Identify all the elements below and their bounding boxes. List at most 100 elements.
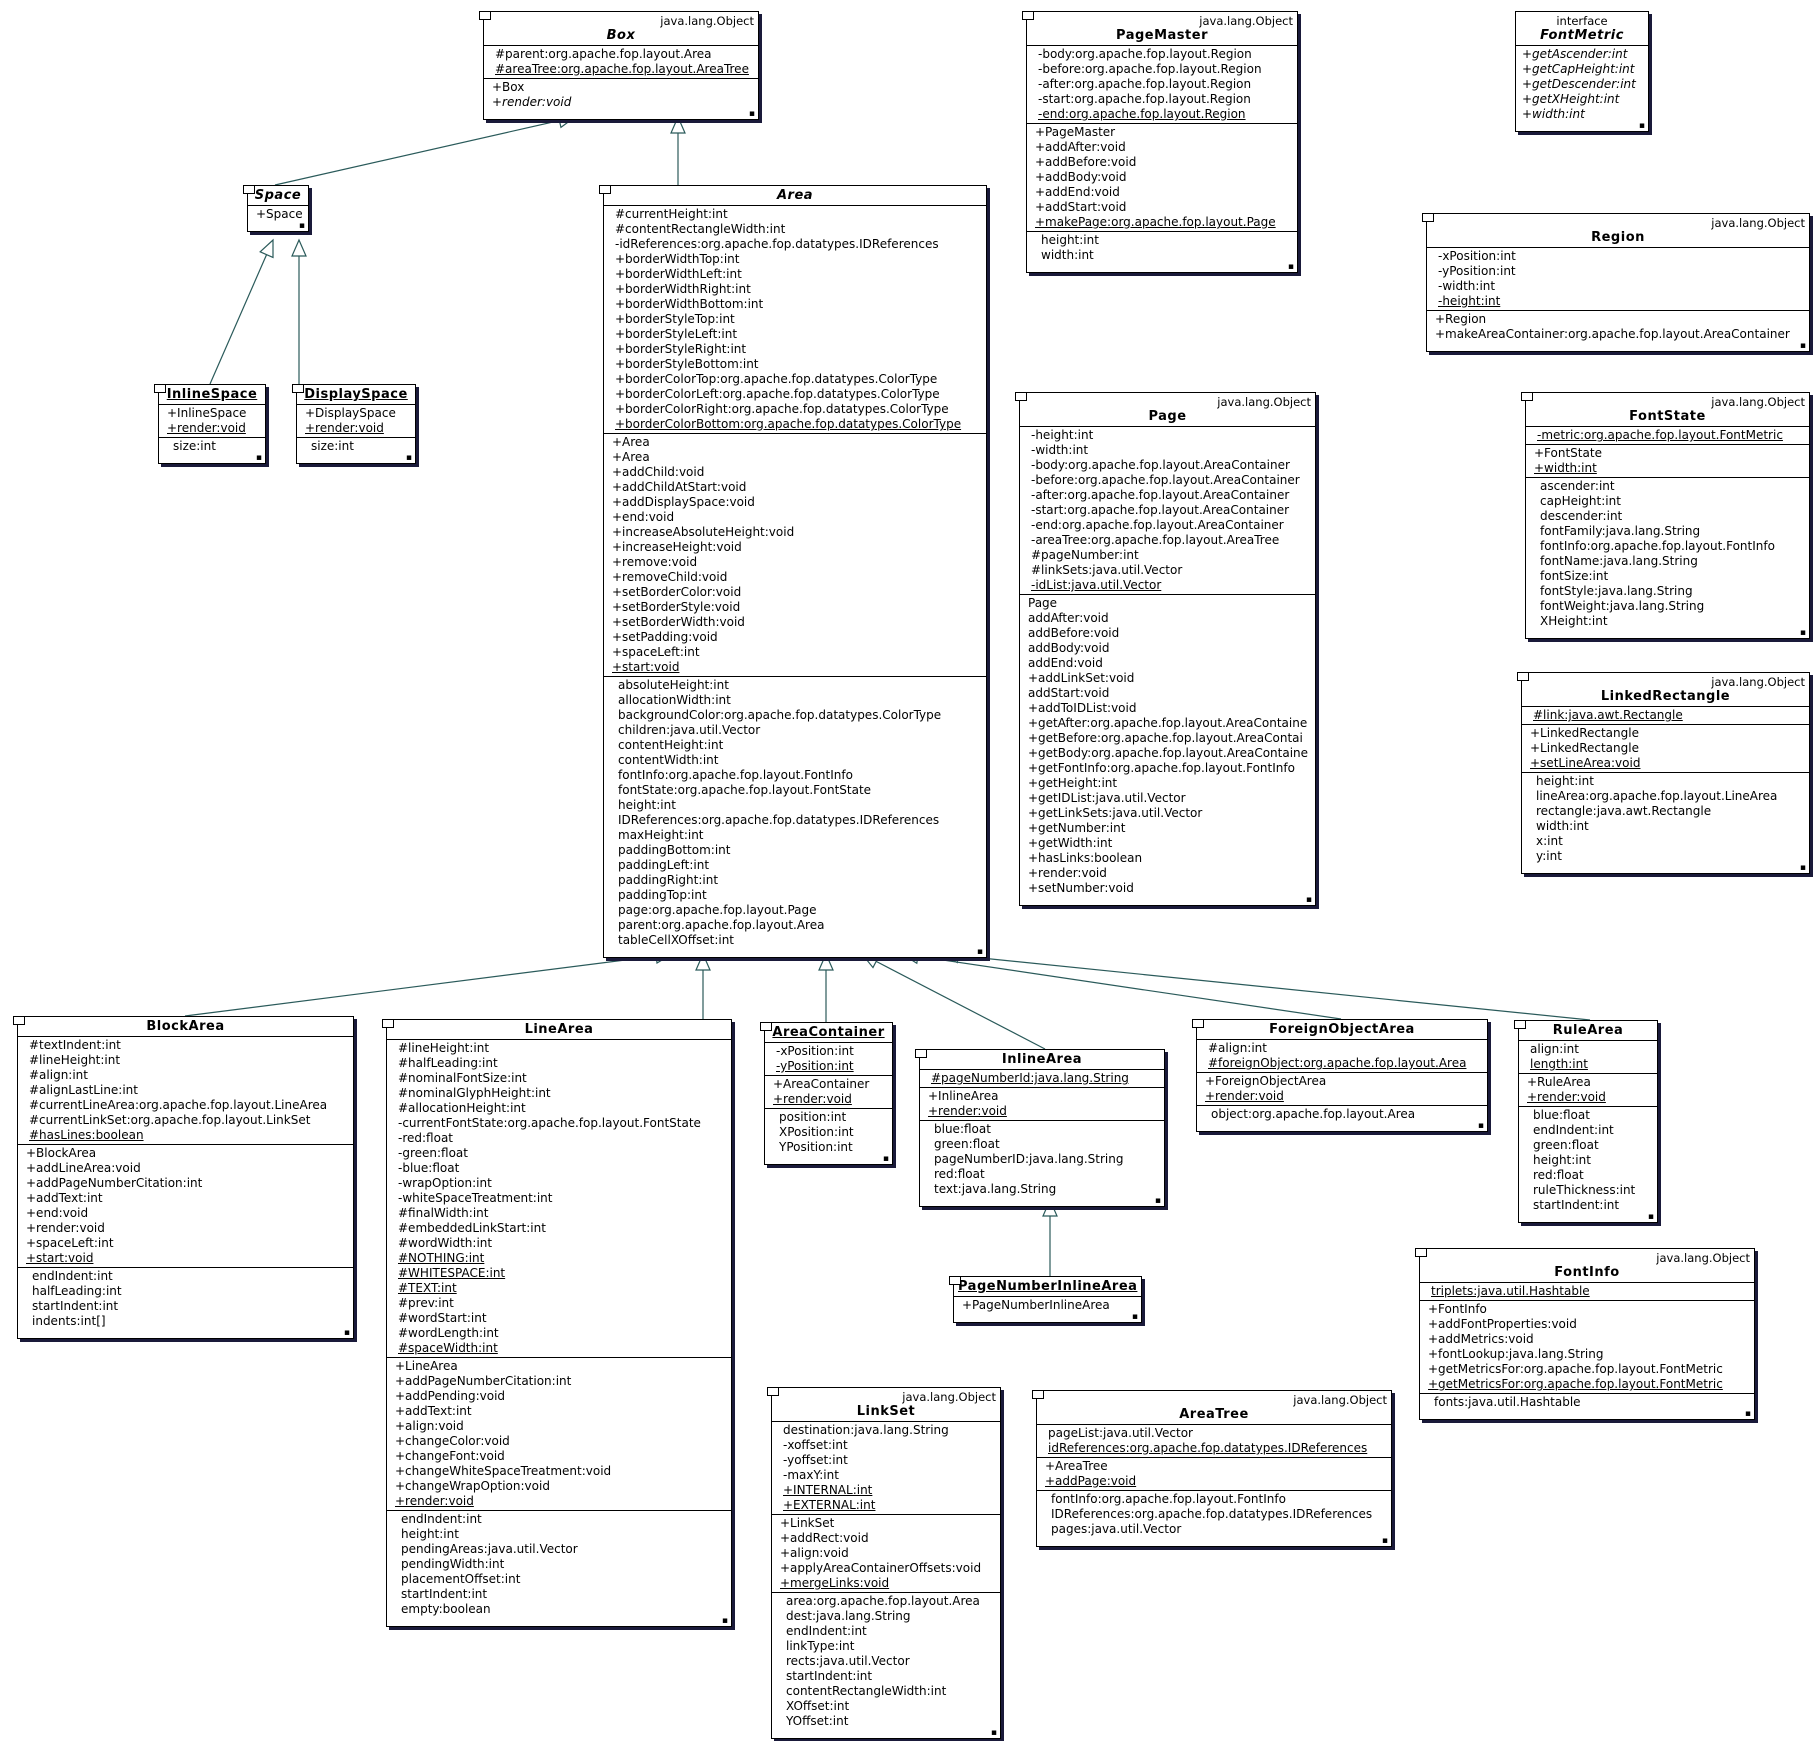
resize-handle-icon[interactable]: ▪: [343, 1328, 350, 1338]
property-item: object:org.apache.fop.layout.Area: [1211, 1107, 1416, 1121]
resize-handle-icon[interactable]: ▪: [1305, 895, 1312, 905]
property-item: allocationWidth:int: [618, 693, 731, 707]
property-item: indents:int[]: [32, 1314, 106, 1328]
resize-handle-icon[interactable]: ▪: [721, 1616, 728, 1626]
operations-compartment: +RuleArea+render:void: [1519, 1073, 1657, 1106]
attribute-item: #wordWidth:int: [398, 1236, 493, 1250]
class-page-number-inline-area[interactable]: PageNumberInlineArea+PageNumberInlineAre…: [949, 1276, 1142, 1323]
operation-item: +setBorderWidth:void: [612, 615, 745, 629]
attribute-item: #areaTree:org.apache.fop.layout.AreaTree: [495, 62, 749, 76]
attribute-item: -areaTree:org.apache.fop.layout.AreaTree: [1031, 533, 1280, 547]
property-item: endIndent:int: [786, 1624, 867, 1638]
resize-handle-icon[interactable]: ▪: [1799, 341, 1806, 351]
class-foreign-object-area[interactable]: ForeignObjectArea#align:int#foreignObjec…: [1192, 1019, 1488, 1132]
operation-item: +increaseAbsoluteHeight:void: [612, 525, 795, 539]
resize-handle-icon[interactable]: ▪: [255, 453, 262, 463]
property-item: blue:float: [1533, 1108, 1590, 1122]
property-item: red:float: [1533, 1168, 1584, 1182]
generalization-rule-area-to-area: [957, 955, 1591, 1021]
operation-item: +addPageNumberCitation:int: [26, 1176, 203, 1190]
resize-handle-icon[interactable]: ▪: [1647, 1212, 1654, 1222]
operation-item: addBody:void: [1028, 641, 1110, 655]
class-block-area[interactable]: BlockArea#textIndent:int#lineHeight:int#…: [13, 1016, 354, 1339]
resize-handle-icon[interactable]: ▪: [976, 947, 983, 957]
resize-handle-icon[interactable]: ▪: [748, 109, 755, 119]
resize-handle-icon[interactable]: ▪: [1799, 863, 1806, 873]
class-name: FontState: [1629, 409, 1706, 424]
attribute-item: #parent:org.apache.fop.layout.Area: [495, 47, 712, 61]
resize-handle-icon[interactable]: ▪: [882, 1154, 889, 1164]
property-item: YOffset:int: [786, 1714, 849, 1728]
operation-item: +addStart:void: [1035, 200, 1127, 214]
resize-handle-icon[interactable]: ▪: [405, 453, 412, 463]
property-item: y:int: [1536, 849, 1562, 863]
resize-handle-icon[interactable]: ▪: [1381, 1536, 1388, 1546]
class-area[interactable]: Area#currentHeight:int#contentRectangleW…: [599, 185, 987, 958]
resize-handle-icon[interactable]: ▪: [1799, 628, 1806, 638]
class-inline-area[interactable]: InlineArea#pageNumberId:java.lang.String…: [915, 1049, 1165, 1207]
attributes-compartment: #lineHeight:int#halfLeading:int#nominalF…: [387, 1039, 731, 1357]
resize-handle-icon[interactable]: ▪: [1287, 262, 1294, 272]
attributes-compartment: #textIndent:int#lineHeight:int#align:int…: [18, 1036, 353, 1144]
operation-item: +setBorderColor:void: [612, 585, 742, 599]
operation-item: +hasLinks:boolean: [1028, 851, 1143, 865]
operation-item: +fontLookup:java.lang.String: [1428, 1347, 1604, 1361]
class-line-area[interactable]: LineArea#lineHeight:int#halfLeading:int#…: [382, 1019, 732, 1627]
attribute-item: +borderStyleRight:int: [615, 342, 747, 356]
resize-handle-icon[interactable]: ▪: [1744, 1409, 1751, 1419]
operation-item: +render:void: [395, 1494, 474, 1508]
attribute-item: #allocationHeight:int: [398, 1101, 526, 1115]
class-space[interactable]: Space+Space▪: [243, 185, 309, 232]
operation-item: +setLineArea:void: [1530, 756, 1641, 770]
class-name: AreaTree: [1179, 1407, 1249, 1422]
class-header: InlineArea: [915, 1049, 1164, 1069]
operation-item: +getCapHeight:int: [1522, 62, 1635, 76]
property-item: IDReferences:org.apache.fop.datatypes.ID…: [1051, 1507, 1373, 1521]
operation-item: +width:int: [1522, 107, 1585, 121]
operation-item: +getLinkSets:java.util.Vector: [1028, 806, 1203, 820]
attribute-item: -maxY:int: [783, 1468, 839, 1482]
attribute-item: #nominalGlyphHeight:int: [398, 1086, 551, 1100]
attribute-item: #finalWidth:int: [398, 1206, 489, 1220]
resize-handle-icon[interactable]: ▪: [298, 221, 305, 231]
resize-handle-icon[interactable]: ▪: [1477, 1121, 1484, 1131]
attribute-item: #lineHeight:int: [398, 1041, 490, 1055]
attribute-item: -xPosition:int: [776, 1044, 854, 1058]
operation-item: +getXHeight:int: [1522, 92, 1620, 106]
attribute-item: -yPosition:int: [776, 1059, 854, 1073]
property-item: startIndent:int: [1533, 1198, 1620, 1212]
package-tab-icon: [292, 384, 304, 393]
resize-handle-icon[interactable]: ▪: [1154, 1196, 1161, 1206]
attribute-item: #wordLength:int: [398, 1326, 499, 1340]
property-item: area:org.apache.fop.layout.Area: [786, 1594, 980, 1608]
attribute-item: #WHITESPACE:int: [398, 1266, 506, 1280]
attributes-compartment: #pageNumberId:java.lang.String: [920, 1069, 1164, 1087]
class-name: RuleArea: [1552, 1023, 1624, 1038]
operation-item: +Region: [1435, 312, 1487, 326]
operations-compartment: +LineArea+addPageNumberCitation:int+addP…: [387, 1357, 731, 1510]
resize-handle-icon[interactable]: ▪: [1638, 121, 1645, 131]
operation-item: +applyAreaContainerOffsets:void: [780, 1561, 982, 1575]
operation-item: +LinkedRectangle: [1530, 741, 1639, 755]
class-area-container[interactable]: AreaContainer-xPosition:int-yPosition:in…: [760, 1022, 893, 1165]
operation-item: +FontState: [1534, 446, 1602, 460]
resize-handle-icon[interactable]: ▪: [1131, 1312, 1138, 1322]
property-item: dest:java.lang.String: [786, 1609, 911, 1623]
resize-handle-icon[interactable]: ▪: [990, 1728, 997, 1738]
